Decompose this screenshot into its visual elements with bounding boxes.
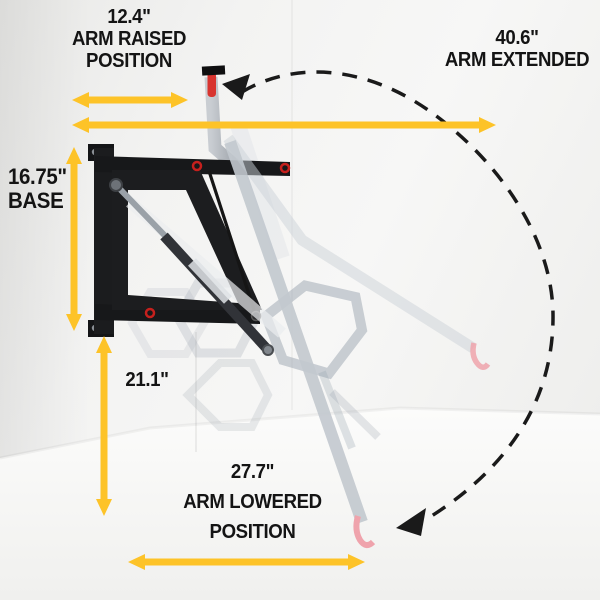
raised-arm-motion-ghost — [230, 122, 290, 261]
label-arm-lowered: 27.7" ARM LOWERED POSITION — [157, 457, 348, 547]
lowered-arm — [224, 140, 368, 524]
base-value: 16.75" — [8, 164, 67, 189]
crane-hook-icon-extended — [470, 342, 491, 370]
red-bolt-bottom — [144, 307, 156, 319]
watermark-leg-2 — [329, 389, 381, 440]
dimension-arrow-mount-height — [96, 336, 112, 516]
cylinder-top-pin — [109, 178, 123, 192]
floor-edge — [0, 406, 600, 460]
raised-arm-red-tip — [207, 72, 216, 97]
arm-raised-line1: ARM RAISED — [71, 28, 187, 50]
cylinder-rod — [114, 183, 175, 246]
base-line1: BASE — [8, 188, 64, 214]
motion-arc-arrowhead-top — [222, 74, 250, 100]
hexagon-watermark-large — [260, 280, 368, 380]
arm-lowered-line2: POSITION — [209, 521, 296, 543]
cylinder-sleeve — [188, 258, 232, 304]
red-bolt-top-2 — [279, 162, 291, 174]
arm-raised-value: 12.4" — [107, 6, 151, 28]
extended-arm-ghost — [223, 134, 476, 353]
raised-arm-end-cap — [201, 65, 226, 76]
cylinder-bottom-pin — [262, 344, 274, 356]
brace-rod — [207, 170, 258, 317]
arm-positions — [223, 134, 491, 548]
floor — [0, 408, 600, 600]
motion-arc-arrowhead-bottom — [396, 508, 426, 536]
wall-plate — [94, 148, 114, 334]
label-base: 16.75" BASE — [8, 164, 67, 214]
red-bolt-top-1 — [191, 160, 203, 172]
arm-lowered-line1: ARM LOWERED — [183, 491, 322, 513]
arm-extended-line1: ARM EXTENDED — [444, 49, 590, 71]
label-mount-height: 21.1" — [114, 369, 179, 391]
hexagon-watermark-faint — [127, 288, 209, 358]
hexagon-watermark-small — [182, 359, 273, 431]
crane-hook-icon-lowered — [353, 515, 376, 548]
dimension-arrow-base — [66, 147, 82, 331]
dimension-arrow-arm-extended — [72, 117, 496, 133]
watermark-leg — [318, 370, 356, 450]
motion-arc-arrow — [222, 70, 555, 536]
dimension-arrow-arm-raised — [72, 92, 188, 108]
arm-extended-value: 40.6" — [495, 27, 539, 49]
arm-raised-line2: POSITION — [86, 50, 172, 72]
arm-lowered-value: 27.7" — [230, 461, 275, 483]
hydraulic-cylinder — [109, 178, 286, 356]
label-arm-extended: 40.6" ARM EXTENDED — [434, 27, 600, 71]
mount-height-value: 21.1" — [125, 369, 169, 391]
dimension-arrow-arm-lowered — [128, 554, 365, 570]
dimension-arrows — [66, 92, 496, 570]
label-arm-raised: 12.4" ARM RAISED POSITION — [63, 6, 195, 72]
